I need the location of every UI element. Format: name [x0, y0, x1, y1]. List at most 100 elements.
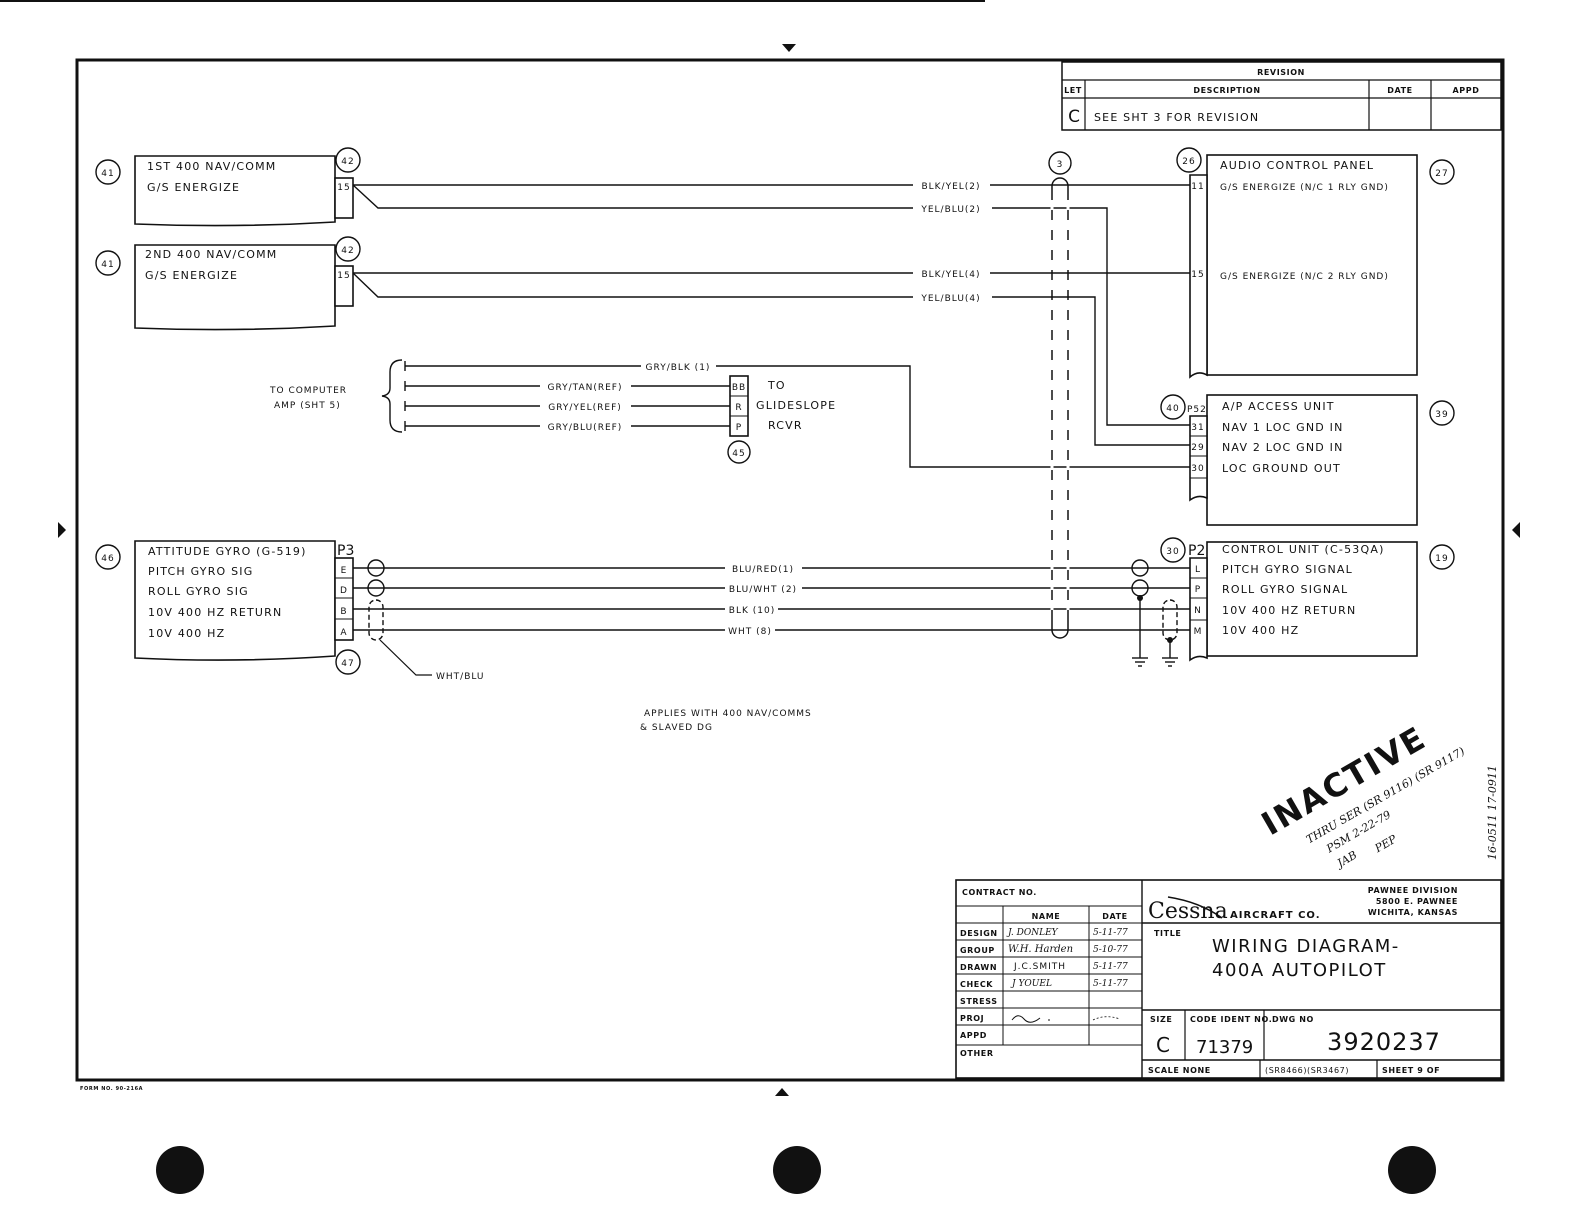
address-2: WICHITA, KANSAS [1368, 908, 1458, 917]
size-value: C [1156, 1033, 1170, 1057]
date-check: 5-11-77 [1093, 979, 1128, 989]
wire-label-gs3: GRY/YEL(REF) [548, 403, 622, 413]
attitude-gyro-pin-d: D [340, 586, 348, 596]
binder-hole-center [773, 1146, 821, 1194]
audio-pin2: 15 [1191, 270, 1204, 280]
glideslope-connector [727, 375, 751, 464]
serials: (SR8466)(SR3467) [1265, 1066, 1349, 1075]
ap-access-row1: NAV 1 LOC GND IN [1222, 421, 1344, 434]
drawing-border [75, 58, 1505, 1082]
audio-row2: G/S ENERGIZE (N/C 2 RLY GND) [1220, 272, 1389, 282]
date-group: 5-10-77 [1093, 945, 1128, 955]
glideslope-pin-r: R [735, 403, 742, 413]
company-logo-swoosh [1167, 896, 1223, 919]
control-unit-row-pitch: PITCH GYRO SIGNAL [1222, 563, 1353, 576]
audio-pin1: 11 [1191, 182, 1204, 192]
audio-title: AUDIO CONTROL PANEL [1220, 159, 1374, 172]
nav2-box [95, 236, 361, 331]
audio-ref: 27 [1435, 169, 1448, 179]
company-suffix: AIRCRAFT CO. [1230, 910, 1321, 921]
revision-col-date: DATE [1387, 86, 1413, 95]
nav1-box [95, 147, 361, 227]
shield-loops-left [367, 559, 432, 676]
attitude-gyro-conn: P3 [337, 543, 354, 559]
center-mark-top [782, 44, 796, 52]
computer-brace [381, 359, 403, 433]
title-line-1: WIRING DIAGRAM- [1212, 936, 1400, 957]
wire-label-gyro2: BLU/WHT (2) [729, 585, 797, 595]
wire-label-nav2-b: YEL/BLU(4) [920, 294, 980, 304]
sheet: SHEET 9 OF [1382, 1066, 1440, 1075]
control-unit-pin-p: P [1195, 585, 1201, 595]
glideslope-label-glideslope: GLIDESLOPE [756, 399, 836, 412]
wire-label-gyro4: WHT (8) [728, 627, 772, 637]
glideslope-label-to: TO [767, 379, 786, 392]
control-unit-box [1160, 537, 1455, 662]
role-drawn: DRAWN [960, 963, 997, 972]
role-appd: APPD [960, 1031, 987, 1040]
revision-header: REVISION [1257, 68, 1305, 77]
margin-note: 16-0511 17-0911 [1486, 765, 1499, 860]
ap-access-box [1160, 394, 1455, 526]
title-line-2: 400A AUTOPILOT [1212, 960, 1387, 981]
computer-label-2: AMP (SHT 5) [274, 401, 341, 411]
wire-label-gs2: GRY/TAN(REF) [547, 383, 622, 393]
proj-signature [1011, 1015, 1050, 1023]
date-header: DATE [1102, 912, 1128, 921]
attitude-gyro-ref: 46 [101, 554, 114, 564]
dwg-no-value: 3920237 [1327, 1028, 1441, 1056]
stamp-line-3: JAB [1333, 848, 1359, 870]
revision-letter: C [1068, 107, 1080, 127]
date-design: 5-11-77 [1093, 928, 1128, 938]
dwg-no-label: DWG NO [1272, 1015, 1314, 1024]
nav1-pin: 15 [337, 183, 350, 193]
control-unit-pin-m: M [1194, 627, 1203, 637]
name-design: J. DONLEY [1006, 928, 1059, 938]
wire-label-gyro1: BLU/RED(1) [732, 565, 794, 575]
center-mark-left [58, 522, 66, 538]
revision-col-description: DESCRIPTION [1193, 86, 1260, 95]
stamp-line-4: PEP [1372, 832, 1400, 855]
control-unit-row-400hz: 10V 400 HZ [1222, 624, 1299, 637]
address-1: 5800 E. PAWNEE [1376, 897, 1458, 906]
wire-label-gs4: GRY/BLU(REF) [548, 423, 623, 433]
center-mark-right [1512, 522, 1520, 538]
glideslope-ref: 45 [732, 449, 745, 459]
role-other: OTHER [960, 1049, 994, 1058]
nav2-pin: 15 [337, 271, 350, 281]
binder-hole-right [1388, 1146, 1436, 1194]
revision-col-appd: APPD [1453, 86, 1480, 95]
control-unit-pin-n: N [1194, 606, 1202, 616]
shield-loops-right [1131, 559, 1178, 667]
glideslope-pin-bb: BB [732, 383, 746, 393]
center-mark-bottom [775, 1088, 789, 1096]
scale: SCALE NONE [1148, 1066, 1211, 1075]
ap-access-row2: NAV 2 LOC GND IN [1222, 441, 1344, 454]
ap-access-ref: 39 [1435, 410, 1448, 420]
note-line-1: APPLIES WITH 400 NAV/COMMS [644, 709, 812, 719]
audio-row1: G/S ENERGIZE (N/C 1 RLY GND) [1220, 183, 1389, 193]
name-check: J YOUEL [1010, 979, 1052, 989]
role-group: GROUP [960, 946, 995, 955]
code-ident-label: CODE IDENT NO. [1190, 1015, 1272, 1024]
role-check: CHECK [960, 980, 993, 989]
audio-panel-box [1176, 147, 1455, 379]
nav2-line2: G/S ENERGIZE [145, 269, 238, 282]
date-drawn: 5-11-77 [1093, 962, 1128, 972]
attitude-gyro-row-roll: ROLL GYRO SIG [148, 585, 249, 598]
attitude-gyro-pin-b: B [340, 607, 347, 617]
revision-block: REVISION LET DESCRIPTION DATE APPD C SEE… [1061, 61, 1502, 131]
role-design: DESIGN [960, 929, 998, 938]
name-drawn: J.C.SMITH [1013, 962, 1066, 972]
control-unit-ref: 19 [1435, 554, 1448, 564]
role-proj: PROJ [960, 1014, 984, 1023]
nav1-conn-ref: 42 [341, 157, 354, 167]
wires [352, 184, 1190, 631]
code-ident-value: 71379 [1196, 1037, 1253, 1058]
ap-access-conn: P52 [1187, 405, 1207, 415]
wire-label-nav2-a: BLK/YEL(4) [921, 270, 980, 280]
division: PAWNEE DIVISION [1368, 886, 1458, 895]
control-unit-title: CONTROL UNIT (C-53QA) [1222, 543, 1385, 556]
bundle-ref: 3 [1057, 160, 1064, 170]
